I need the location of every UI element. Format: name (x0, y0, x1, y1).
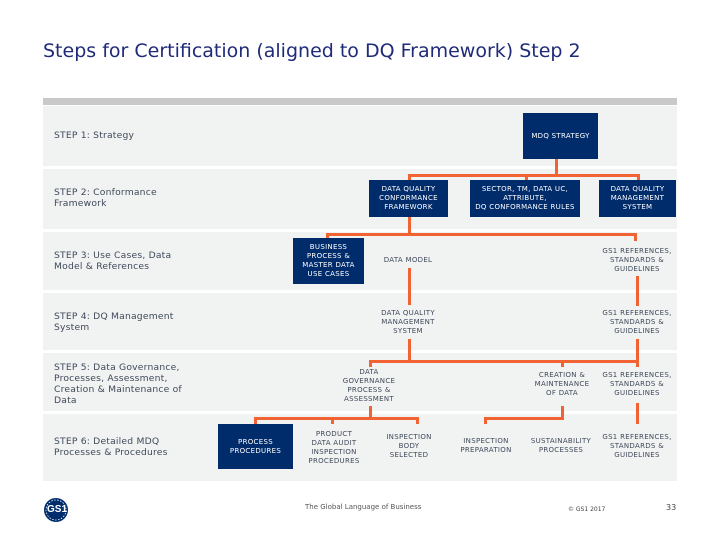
connector-line (484, 417, 487, 424)
dq-conformance-framework-box: DATA QUALITY CONFORMANCE FRAMEWORK (369, 180, 448, 217)
gs1-references-label: GS1 REFERENCES, STANDARDS & GUIDELINES (602, 308, 672, 335)
gs1-references-label: GS1 REFERENCES, STANDARDS & GUIDELINES (602, 432, 672, 459)
connector-line (636, 276, 639, 306)
step-4-label: STEP 4: DQ Management System (54, 311, 174, 333)
connector-line (636, 403, 639, 424)
connector-line (331, 417, 334, 424)
product-data-audit-label: PRODUCT DATA AUDIT INSPECTION PROCEDURES (308, 430, 360, 465)
inspection-body-label: INSPECTION BODY SELECTED (386, 432, 432, 459)
connector-line (408, 174, 640, 177)
business-process-box: BUSINESS PROCESS & MASTER DATA USE CASES (293, 238, 364, 284)
connector-line (525, 174, 528, 182)
connector-line (555, 159, 558, 175)
step-band-4 (43, 293, 677, 350)
connector-line (637, 174, 640, 182)
data-governance-label: DATA GOVERNANCE PROCESS & ASSESSMENT (342, 368, 396, 403)
creation-maintenance-label: CREATION & MAINTENANCE OF DATA (534, 370, 590, 397)
connector-line (634, 233, 637, 241)
gs1-references-label: GS1 REFERENCES, STANDARDS & GUIDELINES (602, 246, 672, 273)
data-model-label: DATA MODEL (383, 255, 433, 264)
step-2-label: STEP 2: Conformance Framework (54, 187, 157, 209)
dq-management-system-box: DATA QUALITY MANAGEMENT SYSTEM (599, 180, 676, 217)
connector-line (326, 233, 636, 236)
connector-line (408, 174, 411, 182)
step-6-label: STEP 6: Detailed MDQ Processes & Procedu… (54, 436, 168, 458)
page-title: Steps for Certification (aligned to DQ F… (43, 40, 581, 62)
inspection-preparation-label: INSPECTION PREPARATION (460, 437, 512, 454)
gs1-logo: GS1 (42, 496, 74, 524)
page-number: 33 (666, 503, 677, 512)
connector-line (369, 360, 372, 367)
connector-line (326, 233, 329, 240)
connector-line (254, 417, 257, 424)
connector-line (254, 417, 419, 420)
connector-line (561, 360, 564, 367)
gs1-logo-text: GS1 (47, 504, 68, 515)
connector-line (369, 360, 639, 363)
connector-line (561, 406, 564, 418)
step-3-label: STEP 3: Use Cases, Data Model & Referenc… (54, 250, 172, 272)
connector-line (636, 339, 639, 367)
footer-tagline: The Global Language of Business (305, 503, 422, 511)
header-divider (43, 98, 677, 105)
connector-line (408, 339, 411, 363)
step-5-label: STEP 5: Data Governance, Processes, Asse… (54, 362, 182, 406)
sector-rules-box: SECTOR, TM, DATA UC, ATTRIBUTE, DQ CONFO… (470, 180, 580, 217)
sustainability-processes-label: SUSTAINABILITY PROCESSES (530, 437, 592, 454)
connector-line (369, 406, 372, 418)
connector-line (408, 268, 411, 305)
connector-line (408, 216, 411, 234)
connector-line (416, 417, 419, 424)
step-band-6 (43, 414, 677, 481)
copyright: © GS1 2017 (568, 506, 606, 513)
connector-line (484, 417, 564, 420)
step-1-label: STEP 1: Strategy (54, 130, 135, 141)
dq-management-system-label: DATA QUALITY MANAGEMENT SYSTEM (381, 309, 435, 335)
process-procedures-box: PROCESS PROCEDURES (218, 424, 293, 469)
gs1-logo-icon (44, 498, 68, 522)
mdq-strategy-box: MDQ STRATEGY (523, 113, 598, 159)
gs1-references-label: GS1 REFERENCES, STANDARDS & GUIDELINES (602, 370, 672, 397)
